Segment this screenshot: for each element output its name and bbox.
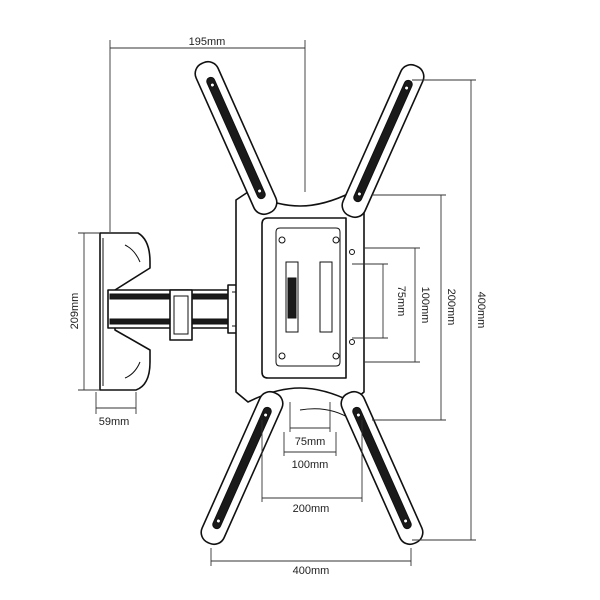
bracket-arm-bottom-right: [340, 390, 424, 546]
dimension-vesa-100-vertical-label: 100mm: [419, 287, 431, 324]
dimension-vesa-100-vertical: 100mm: [364, 247, 431, 363]
dimension-depth: 59mm: [95, 392, 137, 428]
wall-plate: [99, 232, 151, 391]
dimension-vesa-200-horizontal: 200mm: [261, 420, 363, 515]
dimension-vesa-400-horizontal-label: 400mm: [293, 565, 330, 577]
dimension-vesa-400-vertical-label: 400mm: [475, 292, 487, 329]
dimension-vesa-200-vertical: 200mm: [372, 194, 457, 421]
bracket-arm-top-left: [194, 60, 278, 216]
dimension-side-height: 209mm: [69, 232, 100, 391]
dimension-vesa-75-horizontal-label: 75mm: [295, 436, 326, 448]
dimension-vesa-100-horizontal: 100mm: [283, 432, 337, 471]
dimension-vesa-200-horizontal-label: 200mm: [293, 503, 330, 515]
dimension-side-height-label: 209mm: [69, 293, 81, 330]
center-plate: [235, 191, 365, 421]
dimension-vesa-400-horizontal: 400mm: [210, 548, 412, 577]
dimension-depth-label: 59mm: [99, 416, 130, 428]
bracket-arm-top-right: [341, 63, 425, 219]
dimension-vesa-200-vertical-label: 200mm: [445, 289, 457, 326]
dimension-top-width-label: 195mm: [189, 36, 226, 48]
dimension-top-width: 195mm: [109, 36, 306, 232]
dimension-vesa-100-horizontal-label: 100mm: [292, 459, 329, 471]
dimension-vesa-75-vertical: 75mm: [352, 263, 407, 339]
dimension-vesa-75-horizontal: 75mm: [289, 402, 331, 448]
bracket-arm-bottom-left: [200, 390, 284, 546]
dimension-vesa-75-vertical-label: 75mm: [395, 286, 407, 317]
dimension-vesa-400-vertical: 400mm: [412, 79, 487, 541]
